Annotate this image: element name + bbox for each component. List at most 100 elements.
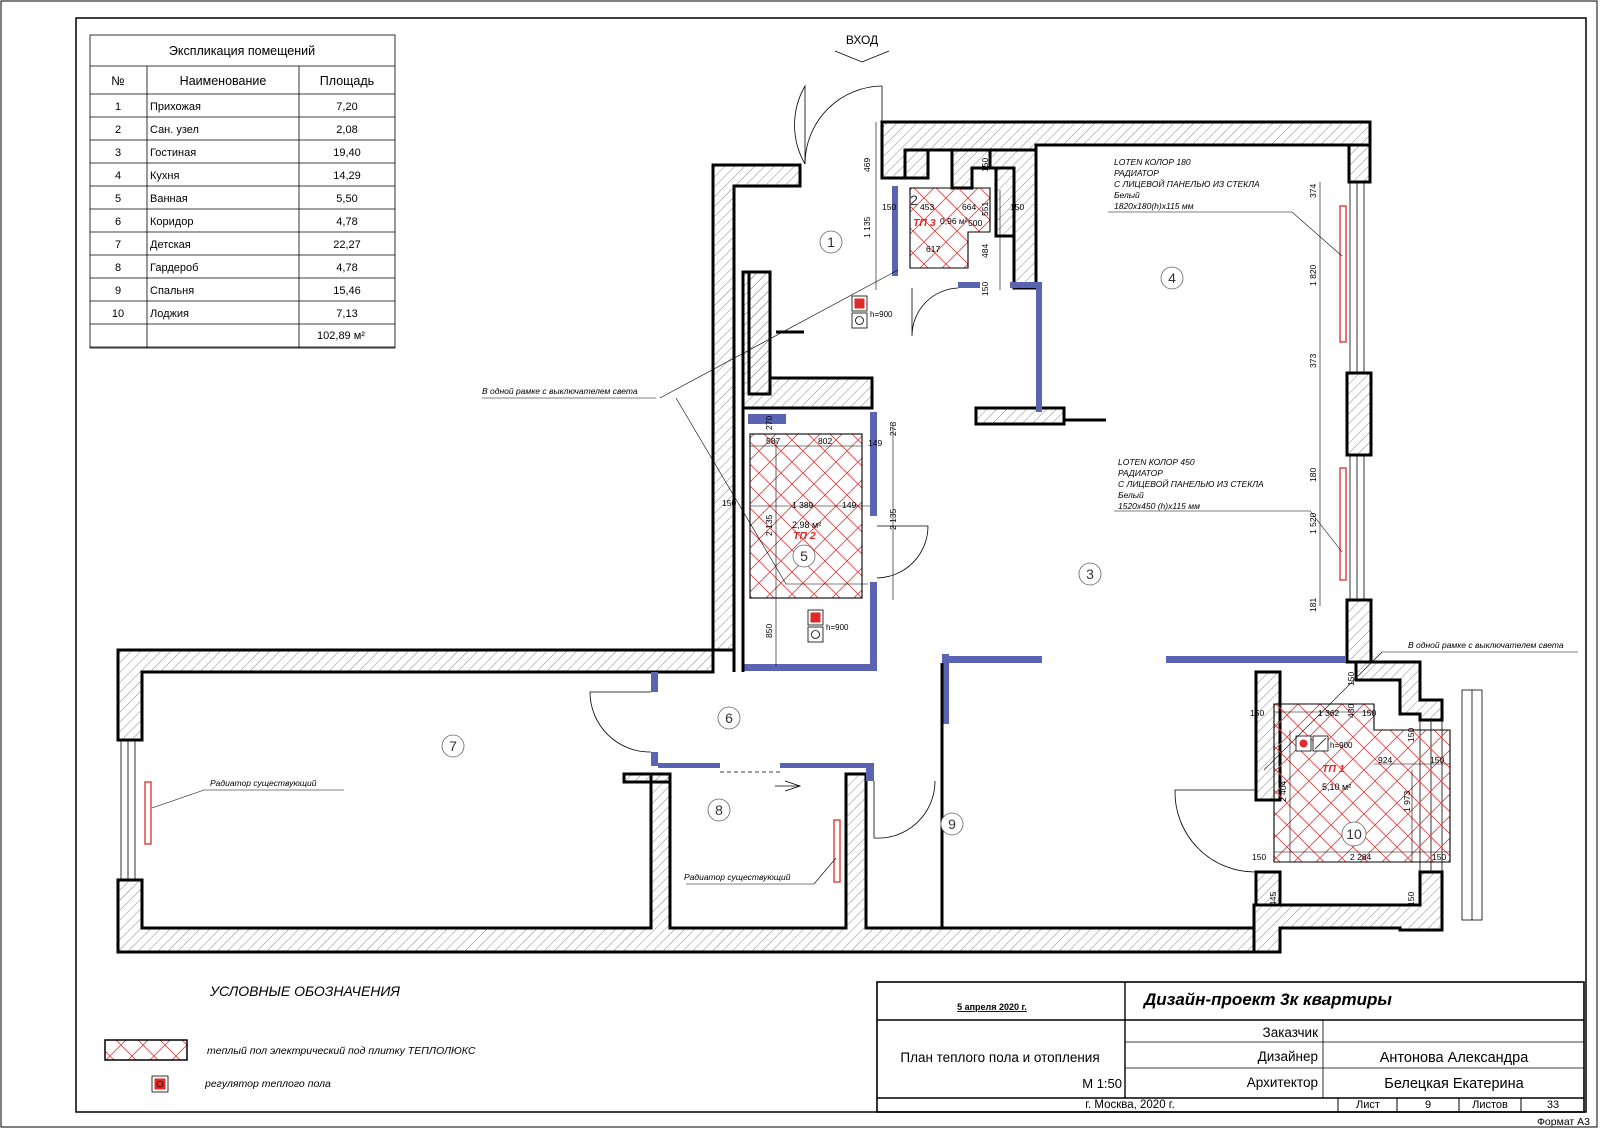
dimension-values: 469 1 135 150 453 664 150 150 617 484 55… [722, 158, 1446, 906]
dim-value: 150 [1252, 852, 1266, 862]
room-area: 7,13 [336, 308, 357, 320]
room-markers: 1 2 3 4 5 6 7 8 9 10 [441, 192, 1367, 847]
room-name: Кухня [150, 170, 179, 182]
dim-value: 149 [868, 438, 882, 448]
explication-header-area: Площадь [320, 74, 374, 88]
room-marker: 9 [940, 812, 964, 836]
explication-title: Экспликация помещений [169, 44, 315, 58]
room-name: Детская [150, 239, 191, 251]
radiators [144, 205, 1347, 883]
legend-heated-floor-label: теплый пол электрический под плитку ТЕПЛ… [207, 1045, 476, 1057]
dim-value: 149 [842, 500, 856, 510]
dim-value: 2 284 [1350, 852, 1372, 862]
note-radiator-existing-2: Радиатор существующий [684, 872, 791, 882]
room-name: Спальня [150, 285, 194, 297]
room-number: 3 [115, 147, 121, 159]
title-sheet-label: Лист [1356, 1099, 1380, 1111]
dim-value: 374 [1308, 184, 1318, 198]
regulator-height-1: h=900 [870, 310, 893, 319]
legend: УСЛОВНЫЕ ОБОЗНАЧЕНИЯ теплый пол электрич… [104, 983, 476, 1093]
room-marker: 8 [707, 798, 731, 822]
room-marker: 3 [1078, 562, 1102, 586]
dim-value: 924 [1378, 755, 1392, 765]
regulator-icon [851, 295, 868, 329]
svg-text:1820х180(h)х115 мм: 1820х180(h)х115 мм [1114, 201, 1194, 211]
zone-tp2-area: 2,98 м² [792, 520, 821, 530]
svg-text:Белый: Белый [1118, 490, 1144, 500]
svg-text:6: 6 [725, 710, 733, 726]
zone-tp2-code: ТП 2 [793, 530, 816, 542]
radiator-living [1339, 467, 1347, 581]
dim-value: 2 135 [764, 514, 774, 536]
dim-value: 617 [926, 244, 940, 254]
dim-value: 150 [980, 282, 990, 296]
regulator-height-3: h=900 [1330, 741, 1353, 750]
title-format: Формат А3 [1537, 1116, 1590, 1128]
room-number: 5 [115, 193, 121, 205]
room-area: 5,50 [336, 193, 357, 205]
svg-text:10: 10 [1346, 826, 1362, 842]
zone-tp1-area: 5,10 м² [1322, 782, 1351, 792]
annotations: В одной рамке с выключателем света В одн… [210, 386, 1564, 882]
svg-text:5: 5 [800, 548, 808, 564]
dim-value: 1 135 [862, 216, 872, 238]
entrance-label: ВХОД [846, 33, 878, 47]
svg-text:Белый: Белый [1114, 190, 1140, 200]
room-number: 7 [115, 239, 121, 251]
svg-text:РАДИАТОР: РАДИАТОР [1118, 468, 1163, 478]
room-number: 8 [115, 262, 121, 274]
room-name: Лоджия [150, 308, 189, 320]
svg-text:2: 2 [910, 192, 918, 208]
explication-header-name: Наименование [180, 74, 267, 88]
svg-text:9: 9 [948, 816, 956, 832]
dim-value: 150 [1010, 202, 1024, 212]
dim-value: 469 [862, 158, 872, 172]
title-sheets-total: 33 [1547, 1099, 1559, 1111]
dim-value: 802 [818, 436, 832, 446]
entrance-arrow [834, 50, 890, 63]
dim-value: 150 [1432, 852, 1446, 862]
svg-text:4: 4 [1168, 270, 1176, 286]
title-sheets-label: Листов [1472, 1099, 1508, 1111]
title-scale: М 1:50 [1082, 1076, 1122, 1091]
dim-value: 270 [764, 416, 774, 430]
room-area: 22,27 [333, 239, 361, 251]
dim-value: 453 [920, 202, 934, 212]
zone-labels: ТП 3 0,96 м² 2,98 м² ТП 2 ТП 1 5,10 м² [792, 216, 1351, 792]
partitions [651, 186, 1346, 781]
zone-tp3-area: 0,96 м² [940, 216, 968, 226]
room-area: 4,78 [336, 216, 357, 228]
svg-text:LOTEN КОЛОР 450: LOTEN КОЛОР 450 [1118, 457, 1195, 467]
regulator-icon [1295, 735, 1329, 752]
room-name: Гардероб [150, 262, 198, 274]
dim-value: 1 362 [1318, 708, 1340, 718]
heated-zone-tp2 [749, 433, 863, 599]
dim-value: 150 [1406, 728, 1416, 742]
dim-value: 664 [962, 202, 976, 212]
legend-regulator-label: регулятор теплого пола [204, 1078, 331, 1090]
dim-value: 500 [968, 218, 982, 228]
dimension-lines [750, 122, 1450, 862]
room-number: 4 [115, 170, 121, 182]
legend-title: УСЛОВНЫЕ ОБОЗНАЧЕНИЯ [209, 983, 400, 999]
room-marker: 5 [792, 544, 816, 568]
dim-value: 278 [888, 422, 898, 436]
dim-value: 445 [1268, 892, 1278, 906]
room-area: 7,20 [336, 101, 357, 113]
room-marker: 10 [1341, 821, 1367, 847]
svg-text:3: 3 [1086, 566, 1094, 582]
svg-text:7: 7 [449, 738, 457, 754]
dim-value: 1 389 [792, 500, 814, 510]
dim-value: 150 [882, 202, 896, 212]
room-number: 2 [115, 124, 121, 136]
radiator-spec-kitchen: LOTEN КОЛОР 180 РАДИАТОР С ЛИЦЕВОЙ ПАНЕЛ… [1114, 157, 1260, 211]
dim-value: 150 [1406, 892, 1416, 906]
radiator-room7 [144, 781, 152, 845]
